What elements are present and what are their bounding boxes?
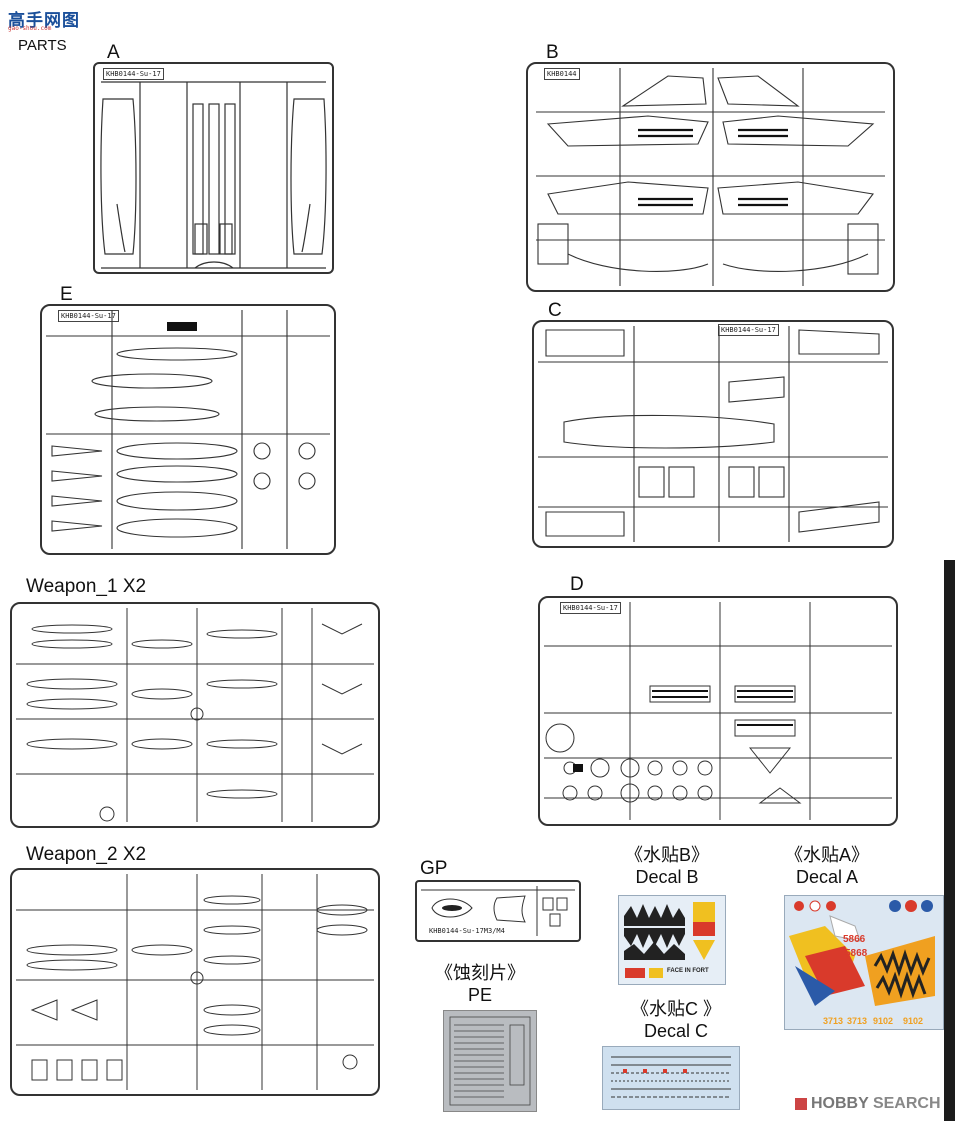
sprue-gp-code: KHB0144-Su-17M3/M4: [427, 926, 507, 936]
brand-suffix: SEARCH: [872, 1095, 941, 1112]
brand-prefix: HOBBY: [811, 1095, 869, 1112]
pe-label-en: PE: [467, 985, 492, 1005]
sprue-e-label: E: [60, 284, 73, 305]
decal-c-sheet: [602, 1046, 740, 1110]
sprue-a-code: KHB0144-Su-17: [103, 68, 164, 80]
brand-watermark: HOBBY SEARCH: [795, 1095, 941, 1113]
sprue-e-code: KHB0144-Su-17: [58, 310, 119, 322]
decal-b-drawing: [624, 902, 715, 978]
decal-a-label-en: Decal A: [795, 867, 859, 887]
sprue-b-drawing: [536, 68, 885, 286]
decal-c-label-en: Decal C: [643, 1021, 709, 1041]
decal-a-num-6: 9102: [903, 1016, 924, 1026]
decal-a-sheet: 5866 5868 3713 3713 9102 9102: [784, 895, 944, 1030]
sprue-gp: KHB0144-Su-17M3/M4: [415, 880, 581, 942]
decal-a-num-3: 3713: [823, 1016, 844, 1026]
sprue-d-drawing: [544, 602, 892, 820]
decal-a-num-1: 5866: [843, 934, 866, 945]
decal-b-label-cn: 《水贴B》: [624, 845, 709, 865]
sprue-b: KHB0144: [526, 62, 895, 292]
sprue-weapon1-drawing: [16, 608, 374, 822]
sprue-a-drawing: [100, 81, 327, 269]
decal-a-num-2: 5868: [845, 948, 868, 959]
decal-b-sheet: FACE IN FORT: [618, 895, 726, 985]
sprue-b-label: B: [546, 42, 559, 63]
sprue-d-label: D: [570, 574, 584, 595]
decal-a-drawing: [789, 900, 935, 1006]
page-title: PARTS: [18, 37, 67, 54]
decal-a-num-4: 3713: [847, 1016, 868, 1026]
decal-b-label-en: Decal B: [635, 867, 699, 887]
decal-c-label-cn: 《水贴C 》: [631, 999, 721, 1019]
pe-fret-drawing: [449, 1016, 531, 1106]
brand-icon: [795, 1097, 807, 1110]
sprue-gp-drawing: [421, 886, 575, 936]
sprue-b-code: KHB0144: [544, 68, 580, 80]
sprue-a-label: A: [107, 42, 120, 63]
sprue-d: KHB0144-Su-17: [538, 596, 898, 826]
pe-label-cn: 《蚀刻片》: [435, 963, 525, 983]
sprue-weapon1: [10, 602, 380, 828]
sprue-c-label: C: [548, 300, 562, 321]
sprue-e: KHB0144-Su-17: [40, 304, 336, 555]
decal-a-num-5: 9102: [873, 1016, 894, 1026]
gp-label: GP: [420, 858, 448, 879]
decal-c-drawing: [611, 1056, 731, 1098]
pe-fret: [443, 1010, 537, 1112]
sprue-d-code: KHB0144-Su-17: [560, 602, 621, 614]
weapon2-label: Weapon_2 X2: [26, 844, 147, 865]
watermark-text: 高手网图: [8, 11, 80, 31]
weapon1-label: Weapon_1 X2: [26, 576, 147, 597]
decal-b-text: FACE IN FORT: [667, 968, 709, 974]
right-edge-strip: [944, 560, 955, 1121]
sprue-c-drawing: [538, 326, 888, 542]
sprue-c: KHB0144-Su-17: [532, 320, 894, 548]
sprue-weapon2: [10, 868, 380, 1096]
sprue-a: KHB0144-Su-17: [93, 62, 334, 274]
watermark-url: gao-shou.com: [8, 25, 52, 32]
decal-a-label-cn: 《水贴A》: [784, 845, 869, 865]
site-watermark: 高手网图 gao-shou.com PARTS: [8, 4, 88, 56]
sprue-e-drawing: [46, 310, 330, 549]
sprue-weapon2-drawing: [16, 874, 374, 1090]
